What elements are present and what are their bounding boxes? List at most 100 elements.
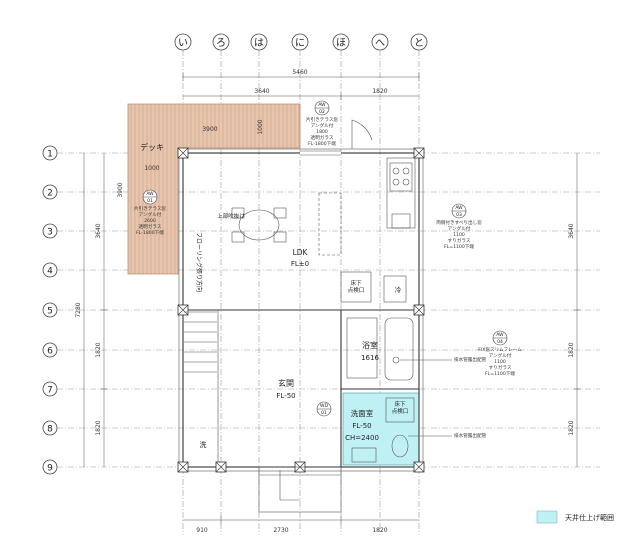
window-spec-line: アングル付 [489, 352, 512, 359]
pipe-note-1: 排水管露出配管 [454, 356, 487, 363]
room-ldk-label: LDK [293, 248, 309, 257]
svg-text:01: 01 [321, 410, 327, 416]
window-spec-line: アングル付 [139, 211, 162, 218]
dim-deck-side-b: 3900 [117, 182, 124, 197]
window-spec-line: すりガラス [489, 364, 512, 371]
dim-left-mid: 1820 [95, 342, 102, 357]
dim-top-right: 1820 [372, 88, 387, 95]
room-bath-label: 浴室 [362, 340, 378, 350]
column-marker-ho: ほ [332, 33, 350, 51]
room-bath-size: 1616 [361, 354, 379, 362]
window-spec-line: すりガラス [448, 237, 471, 244]
bath-fixtures [346, 317, 415, 463]
stairs [184, 311, 217, 373]
dim-deck-side-a: 1000 [144, 165, 159, 172]
svg-text:9: 9 [47, 464, 53, 474]
svg-text:2: 2 [47, 189, 53, 199]
floor-hatch-ldk [340, 271, 372, 303]
row-marker-8: 8 [42, 420, 58, 436]
svg-text:は: は [254, 37, 264, 49]
dim-bottom-left: 910 [196, 527, 208, 534]
door-tag-wd01: WD 01 [316, 401, 332, 417]
row-marker-6: 6 [42, 342, 58, 358]
legend-swatch [536, 510, 558, 524]
svg-text:1: 1 [47, 150, 53, 160]
room-hall-floor-level: FL-50 [276, 392, 295, 400]
svg-text:AW: AW [146, 191, 154, 197]
svg-text:ろ: ろ [216, 38, 226, 49]
room-ldk-floor-level: FL±0 [291, 260, 309, 268]
svg-text:7: 7 [47, 386, 53, 396]
svg-text:6: 6 [47, 347, 53, 357]
dim-left-low: 1820 [95, 420, 102, 435]
room-wash-label: 洗面室 [351, 408, 374, 418]
dim-top-total: 5460 [292, 69, 307, 76]
svg-text:AW: AW [496, 332, 504, 338]
pipe-note-2: 排水管露出配管 [454, 432, 487, 439]
dim-right-low: 1820 [568, 420, 575, 435]
pipe-notes: 排水管露出配管 排水管露出配管 [400, 356, 487, 439]
dim-deck-depth: 1000 [257, 119, 264, 134]
window-spec-line: FL=1100下端 [485, 370, 515, 377]
svg-text:5: 5 [47, 307, 53, 317]
column-marker-ha: は [250, 33, 268, 51]
floor-hatch-1-label: 床下点検口 [348, 279, 365, 294]
deck: 3900 1000 1000 3900 デッキ [117, 103, 301, 275]
column-marker-ni: に [291, 33, 309, 51]
svg-text:と: と [414, 37, 424, 49]
row-marker-7: 7 [42, 381, 58, 397]
column-marker-i: い [174, 33, 192, 51]
window-spec-line: アングル付 [448, 225, 471, 232]
row-marker-4: 4 [42, 262, 58, 278]
dimension-lines: 5460 3640 1820 910 2730 1820 7280 3640 1… [75, 69, 581, 534]
svg-text:02: 02 [319, 109, 325, 115]
room-wash-ceiling-height: CH=2400 [345, 434, 379, 442]
flooring-direction-label: フローリング張り方向 [195, 232, 203, 292]
window-spec-line: 両側付きすべり出し窓 [436, 219, 482, 226]
window-spec-line: FL=1100下端 [444, 243, 474, 250]
svg-text:ほ: ほ [336, 37, 346, 49]
column-marker-he: へ [371, 33, 389, 51]
dim-top-left: 3640 [254, 88, 269, 95]
column-marker-to: と [410, 33, 428, 51]
svg-text:AW: AW [455, 205, 463, 211]
row-marker-2: 2 [42, 184, 58, 200]
laundry-label: 洗 [200, 440, 207, 449]
svg-text:04: 04 [497, 339, 503, 345]
column-markers: い ろ は に ほ へ と [174, 33, 428, 51]
floor-hatch-2-label: 床下点検口 [392, 400, 409, 415]
row-marker-9: 9 [42, 459, 58, 475]
entrance-porch [258, 466, 342, 513]
dim-left-upper: 3640 [95, 223, 102, 238]
svg-text:AW: AW [318, 102, 326, 108]
legend-label: 天井仕上げ範囲 [565, 513, 614, 522]
window-spec-line: 1800 [316, 129, 328, 135]
window-spec-line: アングル付 [311, 122, 334, 129]
terrace-window-top [300, 119, 373, 156]
room-hall-label: 玄関 [278, 378, 294, 388]
svg-text:3: 3 [47, 228, 53, 238]
column-marker-ro: ろ [212, 33, 230, 51]
dim-bottom-mid: 2730 [273, 527, 288, 534]
window-spec-line: 片引きテラス窓 [134, 205, 166, 212]
svg-text:01: 01 [147, 198, 153, 204]
dim-bottom-right: 1820 [372, 527, 387, 534]
svg-text:い: い [178, 38, 188, 49]
row-marker-3: 3 [42, 223, 58, 239]
svg-text:8: 8 [47, 425, 53, 435]
svg-text:03: 03 [456, 212, 462, 218]
dim-deck-width: 3900 [202, 126, 217, 133]
row-marker-1: 1 [42, 145, 58, 161]
window-spec-line: 透明ガラス [311, 134, 334, 141]
deck-label: デッキ [140, 142, 164, 152]
dim-right-upper: 3640 [568, 223, 575, 238]
row-marker-5: 5 [42, 302, 58, 318]
window-spec-line: FIX窓スリムフレーム [478, 346, 522, 353]
window-spec-line: 片引きテラス窓 [306, 116, 338, 123]
svg-text:4: 4 [47, 267, 53, 277]
